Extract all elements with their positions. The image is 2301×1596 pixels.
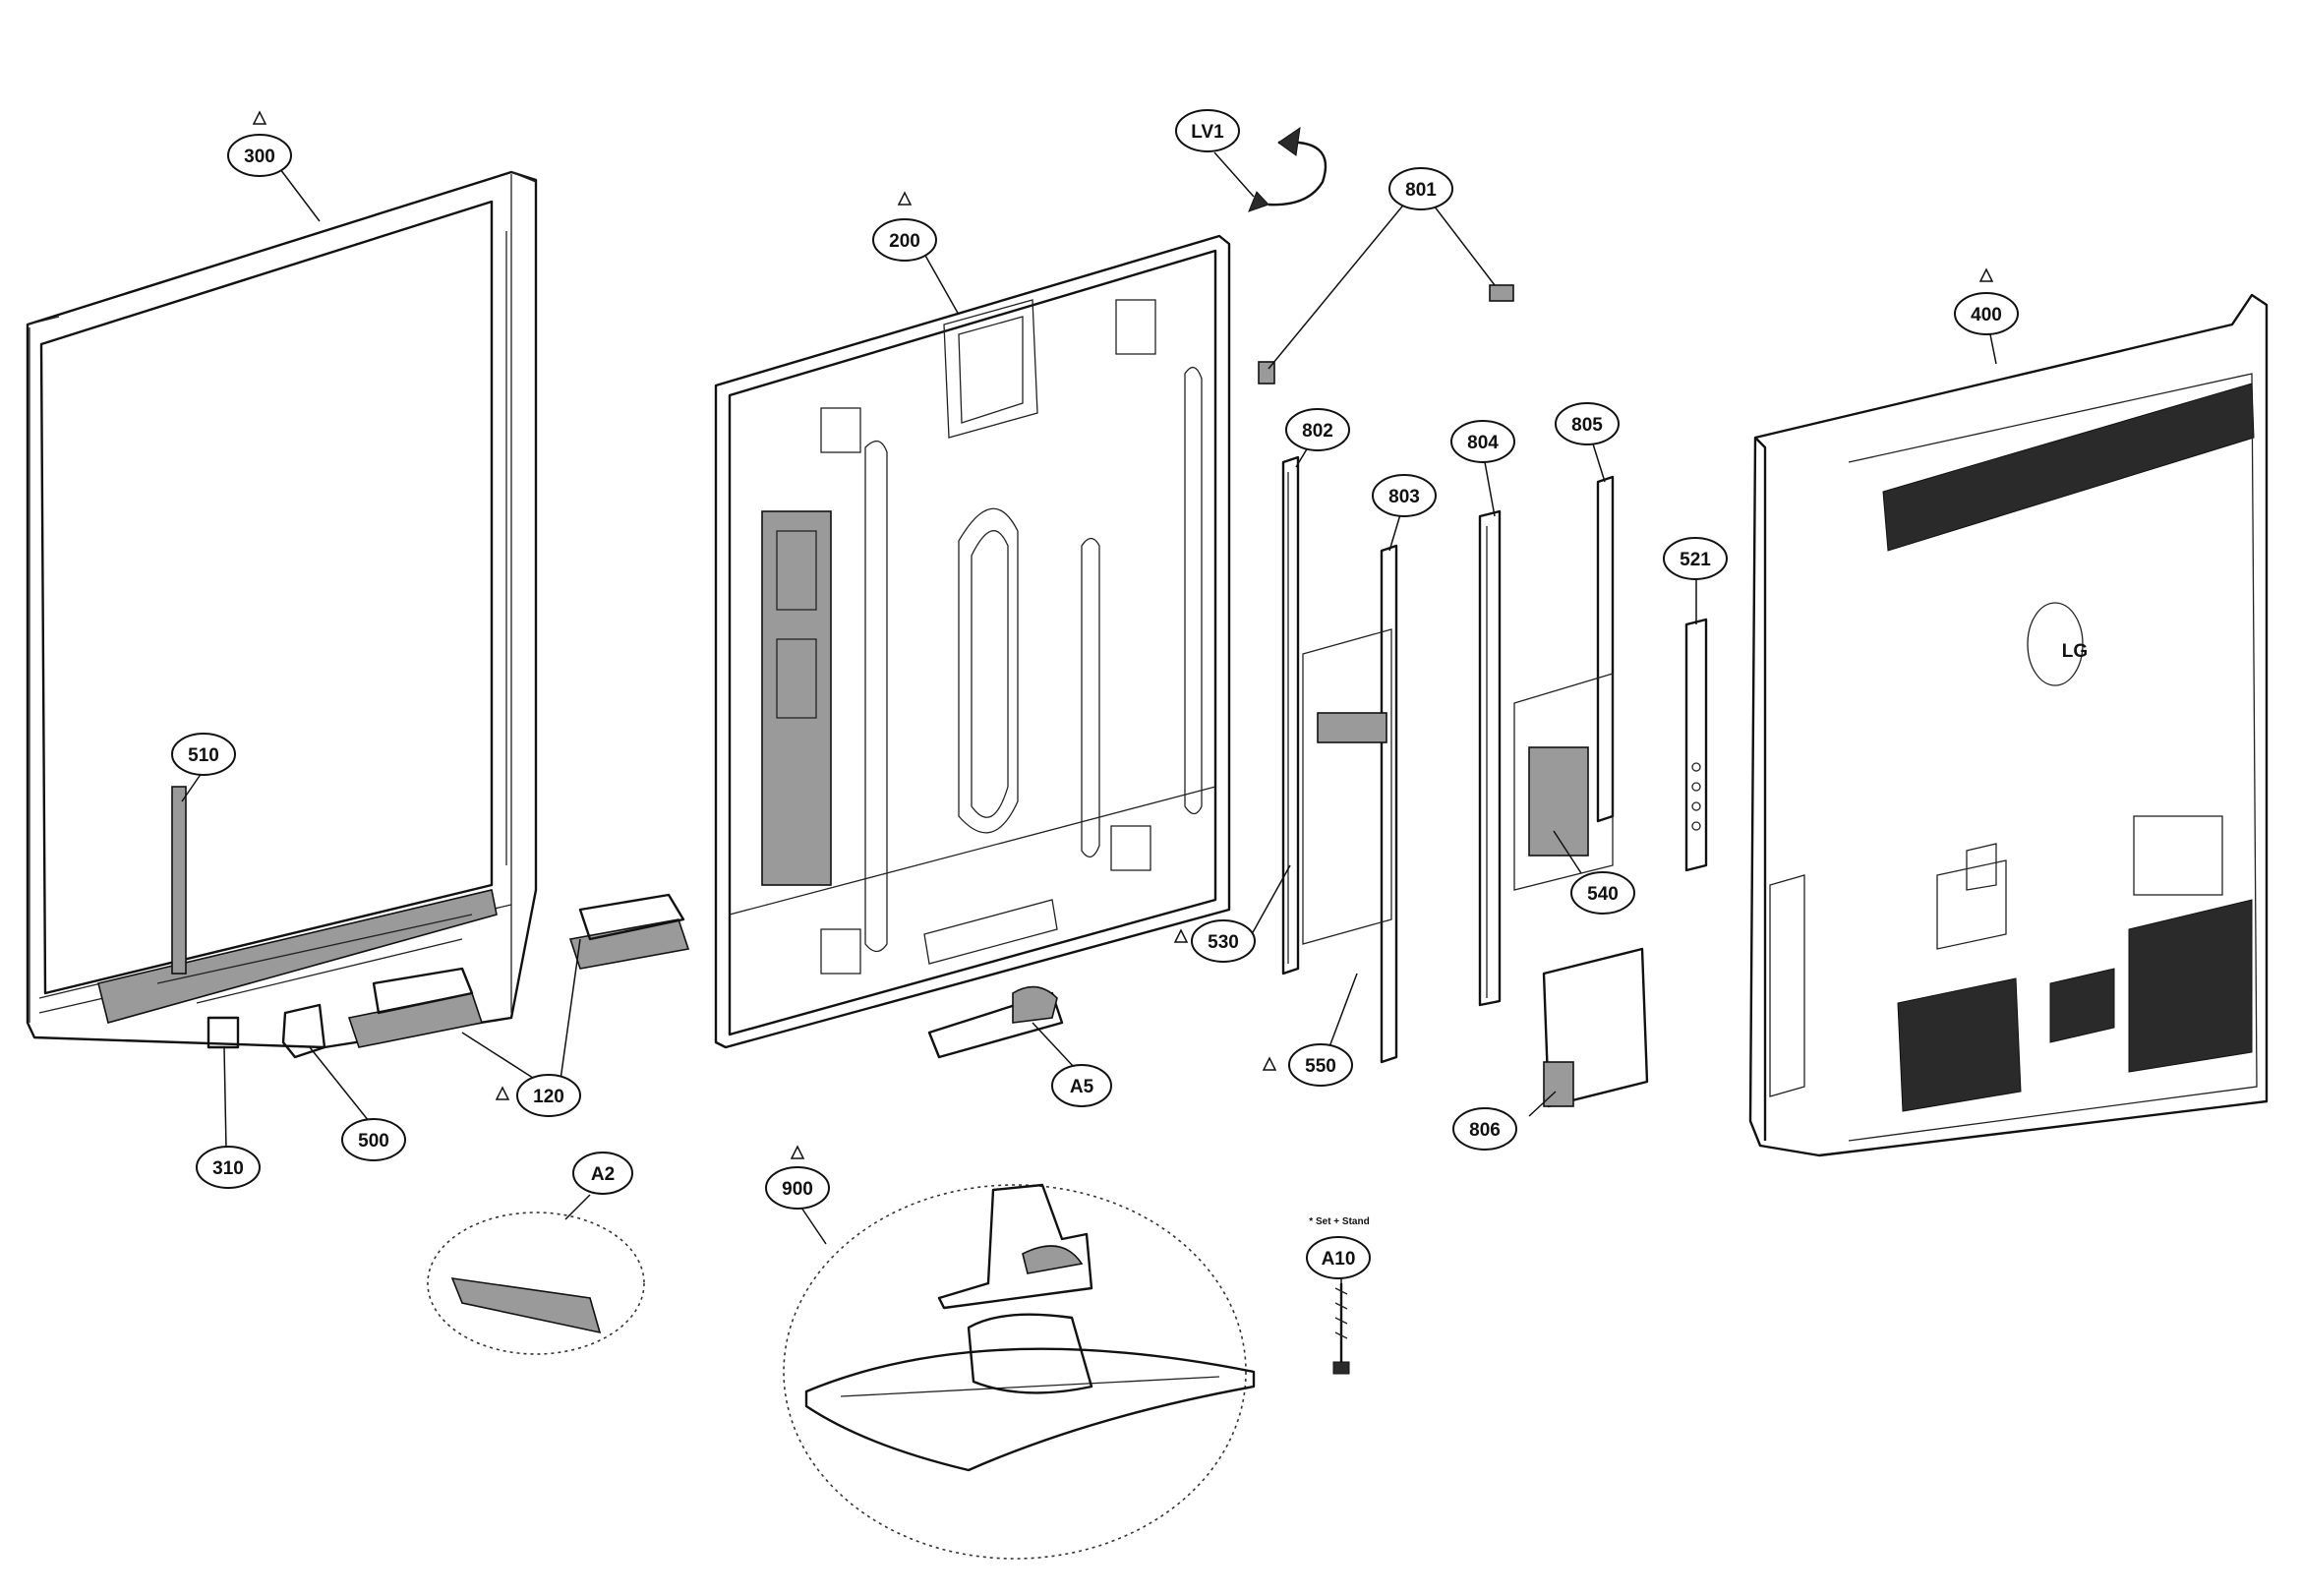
svg-text:A10: A10 [1322, 1249, 1356, 1270]
part-310 [206, 1016, 240, 1049]
svg-text:300: 300 [244, 147, 275, 167]
rotate-arrow-icon [1248, 126, 1328, 212]
callout-510: 510 [171, 733, 236, 776]
board-806-part [1542, 947, 1649, 1108]
callout-540: 540 [1570, 871, 1635, 915]
svg-text:530: 530 [1208, 932, 1239, 953]
callout-A2: A2 [572, 1152, 633, 1195]
board-802-part [1281, 455, 1300, 975]
callout-802: 802 [1285, 408, 1350, 451]
part-A2 [427, 1212, 645, 1355]
stand-part [783, 1183, 1256, 1560]
lg-logo: LG [2062, 641, 2088, 662]
svg-text:802: 802 [1302, 421, 1333, 442]
svg-text:A2: A2 [591, 1164, 615, 1185]
callout-300: 300 [227, 134, 292, 177]
callout-803: 803 [1372, 474, 1437, 517]
svg-text:805: 805 [1571, 415, 1603, 436]
svg-text:550: 550 [1305, 1056, 1336, 1077]
svg-text:200: 200 [889, 231, 920, 252]
screw-A10-part [1332, 1283, 1350, 1375]
part-A5 [927, 985, 1064, 1059]
part-500 [281, 1003, 326, 1059]
callout-200: 200 [872, 218, 937, 262]
warning-triangle-icon [252, 110, 1994, 1159]
board-521-part [1684, 618, 1708, 872]
svg-text:521: 521 [1680, 550, 1711, 570]
set-stand-note: * Set + Stand [1309, 1216, 1369, 1227]
front-bezel-part [26, 170, 538, 1049]
set-stand-note-text: * Set + Stand [1309, 1216, 1369, 1227]
callout-801: 801 [1388, 167, 1453, 210]
rear-cover-part [1748, 293, 2269, 1157]
svg-text:803: 803 [1388, 487, 1420, 507]
callout-900: 900 [765, 1166, 830, 1210]
callout-806: 806 [1452, 1107, 1517, 1151]
svg-text:A5: A5 [1070, 1077, 1094, 1097]
board-805-part [1513, 475, 1615, 891]
callout-labels: 300 200 LV1 801 400 802 803 804 805 521 … [171, 109, 2019, 1279]
svg-text:806: 806 [1469, 1120, 1501, 1141]
callout-805: 805 [1555, 402, 1620, 445]
callout-521: 521 [1663, 537, 1728, 580]
svg-text:400: 400 [1971, 305, 2002, 325]
lg-logo-text: LG [2062, 641, 2088, 662]
callout-500: 500 [341, 1118, 406, 1161]
svg-text:900: 900 [782, 1179, 813, 1200]
board-803-part [1302, 544, 1398, 1064]
svg-text:310: 310 [212, 1158, 244, 1179]
svg-text:804: 804 [1467, 433, 1499, 453]
svg-text:500: 500 [358, 1131, 389, 1152]
svg-text:510: 510 [188, 745, 219, 766]
callout-A5: A5 [1051, 1064, 1112, 1107]
svg-text:LV1: LV1 [1191, 122, 1224, 143]
callout-310: 310 [196, 1146, 261, 1189]
callout-A10: A10 [1306, 1236, 1371, 1279]
callout-LV1: LV1 [1175, 109, 1240, 152]
board-804-part [1478, 509, 1502, 1007]
callout-400: 400 [1954, 292, 2019, 335]
leader-lines [181, 151, 1997, 1283]
svg-text:540: 540 [1587, 884, 1619, 905]
callout-120: 120 [516, 1074, 581, 1117]
callout-804: 804 [1450, 420, 1515, 463]
callout-530: 530 [1191, 919, 1256, 963]
svg-text:801: 801 [1405, 180, 1437, 201]
callout-550: 550 [1288, 1043, 1353, 1087]
svg-text:120: 120 [533, 1087, 564, 1107]
bracket-801-part [1258, 284, 1514, 384]
lcd-panel-chassis-part [714, 234, 1231, 1049]
